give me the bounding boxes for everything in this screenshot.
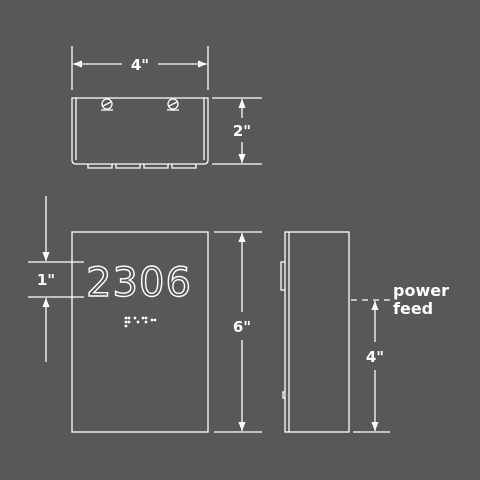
side-view-mount-tab [280, 261, 285, 291]
top-view-body [71, 97, 209, 165]
front-view-body [71, 231, 209, 433]
side-view-body [284, 231, 350, 433]
top-width-label: 4" [131, 56, 149, 74]
side-view-bottom-mark [282, 391, 285, 399]
screw-icon [167, 98, 179, 111]
side-view [280, 231, 390, 433]
room-number: 2306 [86, 260, 192, 306]
screw-icon [101, 98, 113, 111]
power-feed-label-line1: power [393, 281, 449, 300]
top-view [71, 46, 262, 169]
braille-dots [124, 316, 157, 328]
front-text-height-label: 1" [37, 271, 55, 289]
top-view-base-tabs [87, 164, 197, 169]
front-height-label: 6" [233, 318, 251, 336]
power-feed-height-label: 4" [366, 348, 384, 366]
top-height-label: 2" [233, 122, 251, 140]
front-view [28, 196, 262, 433]
power-feed-label-line2: feed [393, 299, 433, 318]
